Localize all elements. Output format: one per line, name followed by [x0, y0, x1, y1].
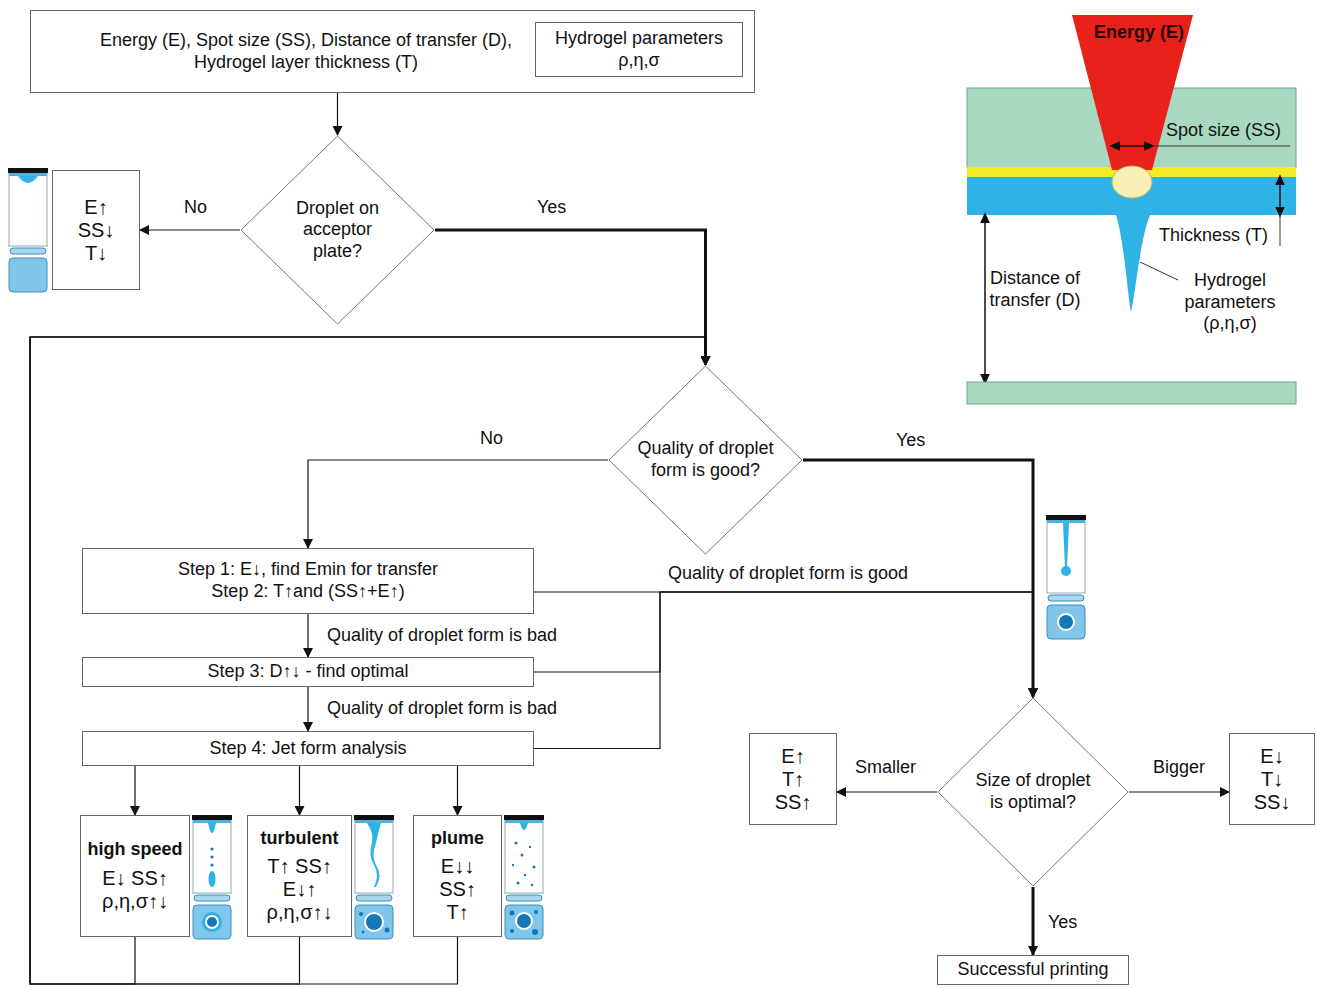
box-text: T↑ SS↑ E↓↑ ρ,η,σ↑↓ [267, 855, 333, 924]
box-text: Step 3: D↑↓ - find optimal [207, 661, 408, 683]
connector [534, 592, 1033, 697]
adjust-box: E↑ T↑ SS↑ [749, 733, 837, 825]
box-text: Hydrogel parameters ρ,η,σ [542, 28, 736, 71]
jet-box: plumeE↓↓ SS↑ T↑ [413, 815, 502, 937]
box-text: Step 4: Jet form analysis [209, 738, 406, 760]
vial-icon [504, 815, 544, 939]
edge-label: Quality of droplet form is bad [325, 625, 559, 647]
connector [337, 93, 338, 135]
part-label: Distance of transfer (D) [987, 268, 1083, 311]
part-label: Spot size (SS) [1166, 120, 1296, 142]
vial-icon [354, 815, 394, 939]
box-text: E↑ SS↓ T↓ [78, 196, 115, 265]
box-text: Quality of droplet form is good? [631, 438, 781, 481]
process-box: Step 1: E↓, find Emin for transferStep 2… [82, 548, 534, 614]
edge-label: Yes [535, 197, 568, 219]
input-box: Energy (E), Spot size (SS), Distance of … [30, 10, 755, 93]
box-text: E↑ T↑ SS↑ [775, 745, 812, 814]
decision-diamond: Size of droplet is optimal? [937, 697, 1129, 887]
connector [30, 337, 706, 984]
decision-diamond: Quality of droplet form is good? [608, 365, 803, 555]
edge-label: Yes [1046, 912, 1079, 934]
spot-size-arrow [1114, 145, 1150, 147]
acceptor-plate [967, 382, 1296, 404]
vial-icon [1046, 515, 1086, 639]
box-text: Energy (E), Spot size (SS), Distance of … [71, 30, 541, 73]
box-heading: turbulent [261, 828, 339, 850]
box-text: Step 2: T↑and (SS↑+E↑) [211, 581, 404, 603]
connector [534, 592, 1033, 749]
connector [140, 229, 240, 230]
jet-box: high speed E↓ SS↑ ρ,η,σ↑↓ [80, 815, 190, 937]
connector [307, 687, 308, 731]
result-box: Successful printing [937, 955, 1129, 985]
adjust-box: E↑ SS↓ T↓ [52, 170, 140, 290]
edge-label: No [478, 428, 505, 450]
edge-label: Bigger [1151, 757, 1207, 779]
leader-line [1155, 146, 1290, 147]
box-text: E↓ SS↑ ρ,η,σ↑↓ [102, 867, 168, 913]
edge-label: Yes [894, 430, 927, 452]
connector [534, 592, 1033, 697]
jet-box: turbulent T↑ SS↑ E↓↑ ρ,η,σ↑↓ [247, 815, 352, 937]
connector [307, 614, 308, 657]
connector [837, 791, 937, 792]
connector [308, 460, 608, 548]
edge-label: No [182, 197, 209, 219]
connector [1129, 791, 1229, 792]
vial-icon [192, 815, 232, 939]
box-text: Step 1: E↓, find Emin for transfer [178, 559, 438, 581]
box-heading: plume [431, 828, 484, 850]
connector [299, 766, 300, 815]
process-box: Step 4: Jet form analysis [82, 731, 534, 766]
part-label: Hydrogel parameters (ρ,η,σ) [1174, 270, 1286, 335]
vial-icon [8, 168, 48, 292]
thickness-arrow [1279, 179, 1281, 213]
process-box: Step 3: D↑↓ - find optimal [82, 657, 534, 687]
parameter-box: Hydrogel parameters ρ,η,σ [535, 22, 743, 77]
part-label: Thickness (T) [1159, 225, 1284, 247]
jet [1116, 215, 1150, 312]
box-text: Successful printing [957, 959, 1108, 981]
distance-arrow [984, 217, 986, 380]
leader-line [1140, 262, 1178, 280]
box-text: E↓ T↓ SS↓ [1254, 745, 1291, 814]
edge-label: Smaller [853, 757, 918, 779]
vapor-bubble [1112, 166, 1152, 198]
connector [435, 230, 706, 365]
connector [30, 337, 706, 984]
decision-diamond: Droplet on acceptor plate? [240, 135, 435, 325]
connector [30, 337, 706, 984]
laser-beam [1072, 15, 1193, 170]
edge-label: Quality of droplet form is good [666, 563, 910, 585]
box-text: Droplet on acceptor plate? [278, 198, 398, 263]
leader-line [1280, 213, 1281, 246]
box-text: E↓↓ SS↑ T↑ [439, 855, 476, 924]
part-label: Energy (E) [1084, 22, 1194, 44]
edge-label: Quality of droplet form is bad [325, 698, 559, 720]
connector [457, 766, 458, 815]
adjust-box: E↓ T↓ SS↓ [1229, 733, 1315, 825]
connector [1032, 887, 1035, 955]
connector [134, 766, 135, 815]
box-heading: high speed [87, 839, 182, 861]
box-text: Size of droplet is optimal? [973, 770, 1093, 813]
